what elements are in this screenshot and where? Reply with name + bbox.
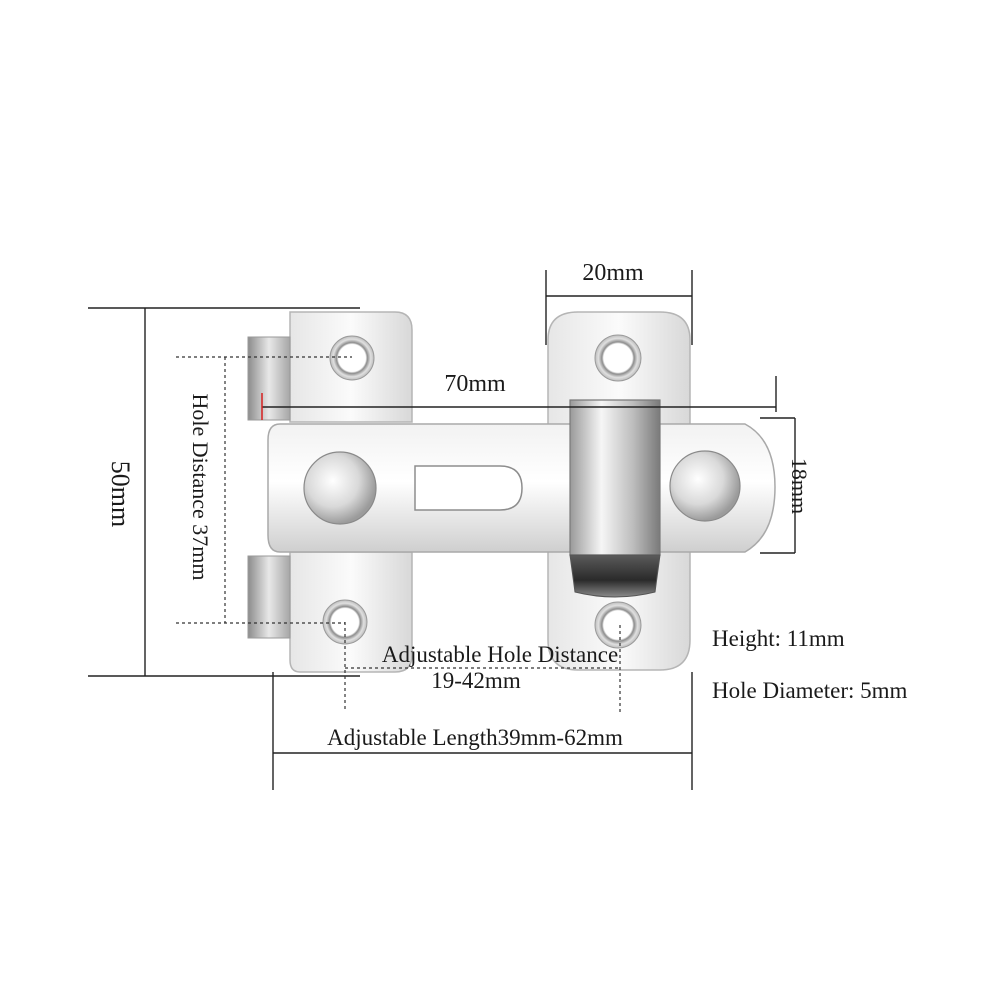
dimension-hole-distance [176,356,352,624]
dimension-adjustable-length [272,672,693,790]
label-50mm: 50mm [106,461,135,527]
dimension-adjustable-hole [344,622,621,712]
label-70mm: 70mm [444,371,506,397]
label-adjustable-hole-line2: 19-42mm [431,668,521,693]
label-adjustable-hole-line1: Adjustable Hole Distance [382,642,618,667]
label-hole-distance: Hole Distance 37mm [188,394,213,581]
label-18mm: 18mm [787,458,812,514]
dimension-50mm [88,307,360,677]
right-bottom-mount-hole [594,601,642,649]
label-20mm: 20mm [582,260,644,286]
end-knob [669,450,741,522]
label-adjustable-length: Adjustable Length39mm-62mm [327,725,623,750]
spec-hole-diameter: Hole Diameter: 5mm [712,678,908,703]
left-top-plate [247,311,413,423]
dimension-70mm [261,376,777,420]
dimension-20mm [545,270,693,345]
spec-height: Height: 11mm [712,626,845,651]
dimension-18mm [760,417,796,554]
left-top-mount-hole [329,335,375,381]
slider-knob [303,451,377,525]
right-top-mount-hole [594,334,642,382]
hook-catch [569,399,661,598]
